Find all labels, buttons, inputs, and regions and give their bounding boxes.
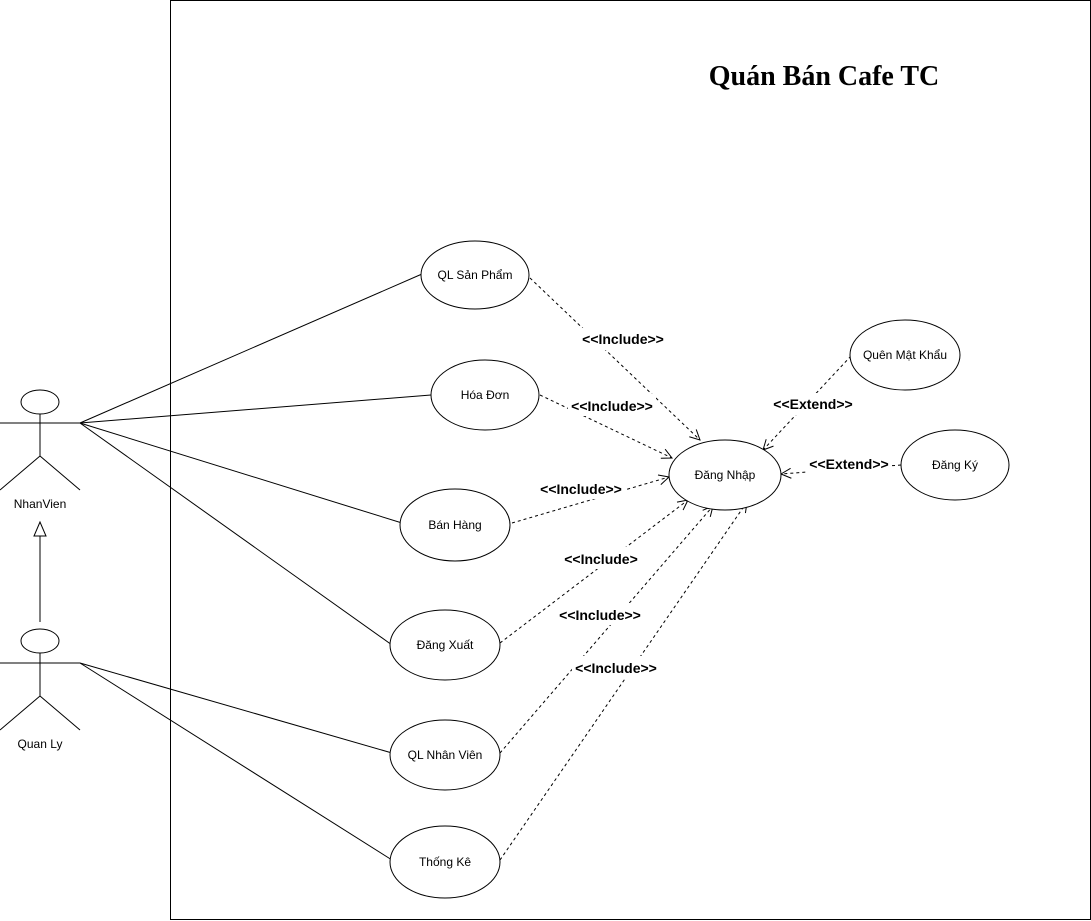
actor-label-nhanvien: NhanVien — [14, 497, 67, 511]
use-case-label: Hóa Đơn — [461, 388, 510, 402]
label-include-ban-hang: <<Include>> — [540, 481, 622, 497]
use-case-hoa-don[interactable]: Hóa Đơn — [430, 359, 540, 431]
include-line-ql-nhan-vien — [499, 506, 713, 754]
include-line-hoa-don — [539, 394, 672, 458]
use-case-label: Đăng Ký — [932, 458, 978, 472]
use-case-label: Thống Kê — [419, 855, 471, 869]
use-case-ban-hang[interactable]: Bán Hàng — [399, 488, 511, 562]
actor-quanly[interactable] — [0, 628, 81, 731]
use-case-quen-mat-khau[interactable]: Quên Mật Khẩu — [849, 319, 961, 391]
use-case-ql-san-pham[interactable]: QL Sản Phẩm — [420, 240, 530, 310]
use-case-label: Đăng Xuất — [417, 638, 474, 652]
use-case-label: QL Nhân Viên — [408, 748, 483, 762]
assoc-nhanvien-ban-hang — [79, 422, 403, 524]
use-case-thong-ke[interactable]: Thống Kê — [389, 825, 501, 899]
generalization-arrowhead — [33, 520, 47, 537]
label-extend-dang-ky: <<Extend>> — [809, 456, 888, 472]
label-include-hoa-don: <<Include>> — [571, 398, 653, 414]
label-include-ql-nhan-vien: <<Include>> — [559, 607, 641, 623]
label-extend-quen-mat-khau: <<Extend>> — [773, 396, 852, 412]
relation-labels: <<Include>> <<Include>> <<Include>> <<In… — [537, 328, 892, 678]
use-case-dang-xuat[interactable]: Đăng Xuất — [389, 609, 501, 681]
use-case-ql-nhan-vien[interactable]: QL Nhân Viên — [389, 719, 501, 791]
associations — [79, 273, 432, 861]
use-case-dang-nhap[interactable]: Đăng Nhập — [668, 439, 782, 511]
assoc-quanly-ql-nhan-vien — [79, 662, 393, 754]
label-include-dang-xuat: <<Include> — [564, 551, 638, 567]
actor-nhanvien[interactable] — [0, 389, 81, 491]
use-case-label: Đăng Nhập — [695, 468, 756, 482]
assoc-quanly-thong-ke — [79, 662, 393, 861]
assoc-nhanvien-dang-xuat — [79, 422, 393, 646]
generalization-quanly-nhanvien — [33, 520, 47, 622]
include-line-thong-ke — [499, 502, 747, 861]
system-title: Quán Bán Cafe TC — [709, 61, 940, 92]
actor-label-quanly: Quan Ly — [18, 737, 63, 751]
actor-head — [20, 389, 60, 415]
label-include-ql-san-pham: <<Include>> — [582, 331, 664, 347]
assoc-nhanvien-hoa-don — [79, 394, 432, 424]
label-include-thong-ke: <<Include>> — [575, 660, 657, 676]
use-case-dang-ky[interactable]: Đăng Ký — [900, 429, 1010, 501]
actor-head — [20, 628, 60, 654]
assoc-nhanvien-ql-san-pham — [79, 273, 423, 424]
use-case-label: Quên Mật Khẩu — [863, 348, 947, 362]
use-case-label: Bán Hàng — [428, 518, 481, 532]
use-case-label: QL Sản Phẩm — [438, 268, 513, 282]
